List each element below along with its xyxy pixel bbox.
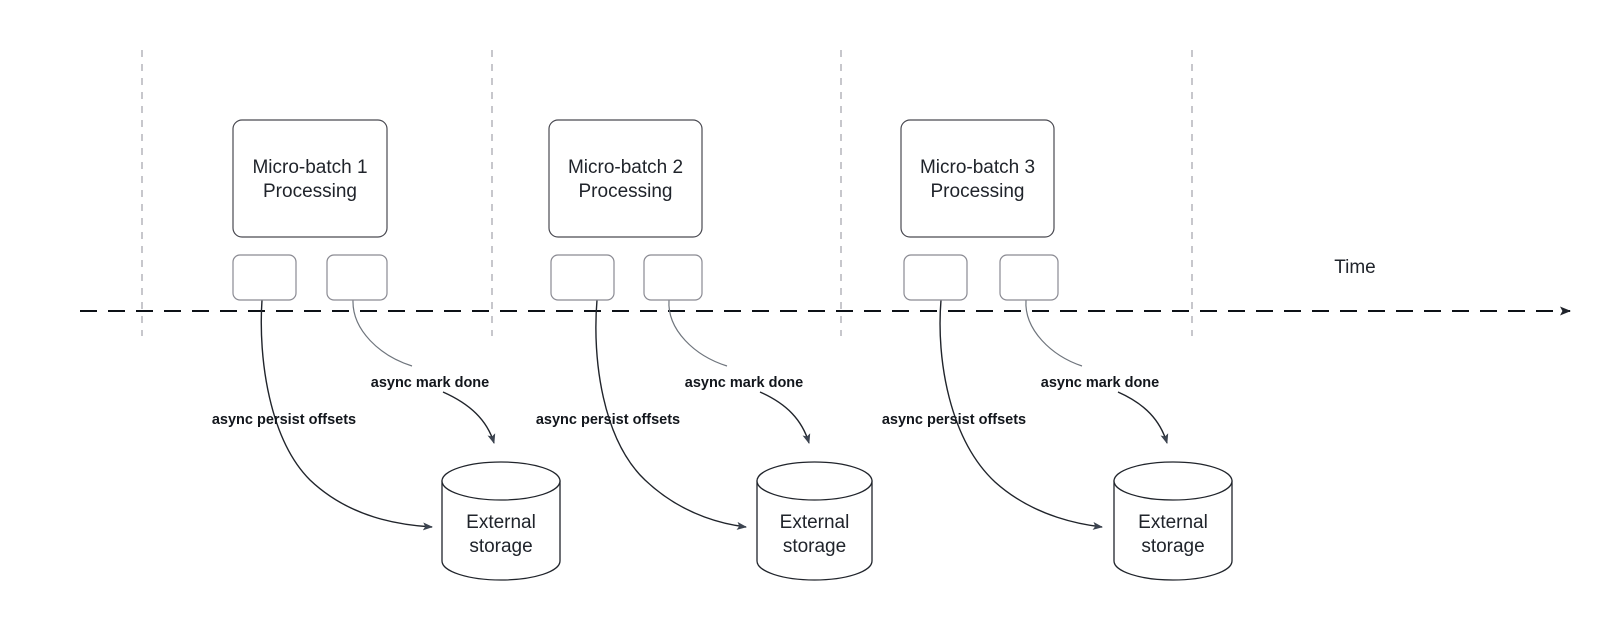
async-mark-done-2-label: async mark done [685, 375, 803, 391]
async-persist-offsets-2-label: async persist offsets [536, 412, 680, 428]
external-storage-3-label-line1: External [1138, 512, 1208, 533]
task-slot-1b[interactable] [326, 254, 388, 301]
async-persist-offsets-2 [595, 299, 747, 530]
batch-1-box[interactable] [232, 119, 388, 238]
async-mark-done-3-segment-2 [1117, 391, 1169, 444]
external-storage-2-top-ellipse [756, 461, 873, 501]
task-slot-3a[interactable] [903, 254, 968, 301]
external-storage-2-body [756, 480, 873, 581]
external-storage-1-label-line1: External [466, 512, 536, 533]
batch-2-box[interactable] [548, 119, 703, 238]
external-storage-1-body [441, 480, 561, 581]
async-persist-offsets-1 [260, 299, 433, 531]
task-slot-1a[interactable] [232, 254, 297, 301]
external-storage-3-top-ellipse [1113, 461, 1233, 501]
batch-2-title-line2: Processing [579, 181, 673, 202]
batch-1-title-line2: Processing [263, 181, 357, 202]
async-mark-done-3-label: async mark done [1041, 375, 1159, 391]
task-slot-3b[interactable] [999, 254, 1059, 301]
guide-lines-group [141, 50, 1193, 336]
external-storage-1-top-ellipse [441, 461, 561, 501]
async-persist-offsets-3-label: async persist offsets [882, 412, 1026, 428]
async-mark-done-1-segment-2 [442, 391, 496, 444]
edges-group [260, 299, 1169, 531]
async-mark-done-3-segment-1 [1025, 299, 1083, 367]
batch-3-title-line1: Micro-batch 3 [920, 157, 1035, 178]
async-mark-done-1-segment-1 [352, 299, 413, 367]
external-storage-3-label-line2: storage [1141, 536, 1204, 557]
batch-1-title-line1: Micro-batch 1 [252, 157, 367, 178]
async-mark-done-2-segment-2 [759, 391, 811, 444]
async-mark-done-1-label: async mark done [371, 375, 489, 391]
batch-3-title-line2: Processing [931, 181, 1025, 202]
batch-2-title-line1: Micro-batch 2 [568, 157, 683, 178]
task-slot-2a[interactable] [550, 254, 615, 301]
async-persist-offsets-1-label: async persist offsets [212, 412, 356, 428]
external-storage-1-label-line2: storage [469, 536, 532, 557]
timeline-group: Time [80, 257, 1571, 316]
async-mark-done-2-segment-1 [668, 299, 728, 367]
async-persist-offsets-3 [939, 299, 1103, 530]
edge-labels-group: async persist offsets async mark done asyn… [212, 375, 1159, 428]
external-storage-3-body [1113, 480, 1233, 581]
batch-3-box[interactable] [900, 119, 1055, 238]
external-storage-2-label-line2: storage [783, 536, 846, 557]
task-slot-2b[interactable] [643, 254, 703, 301]
time-axis-label: Time [1334, 257, 1376, 278]
external-storage-2-label-line1: External [780, 512, 850, 533]
